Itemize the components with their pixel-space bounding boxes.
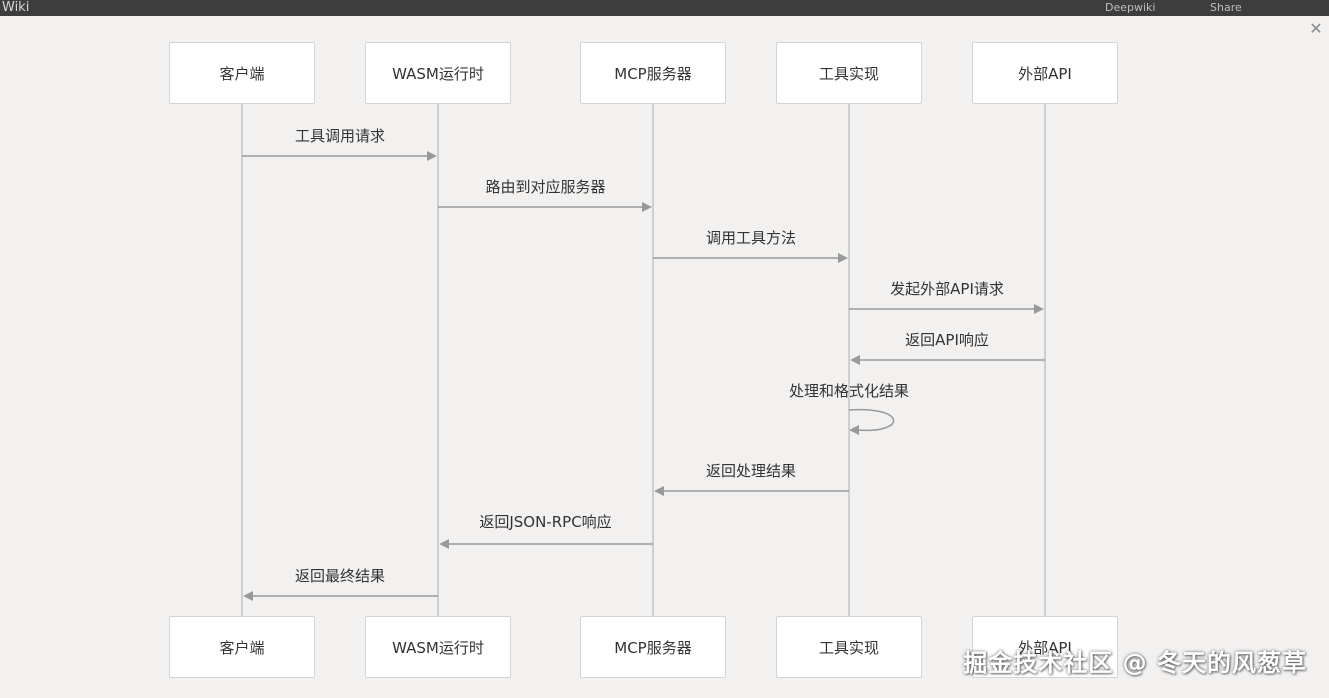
arrow-head [642, 202, 652, 212]
lifeline-0 [241, 104, 243, 616]
participant-bottom-1: WASM运行时 [365, 616, 511, 678]
participant-top-4: 外部API [972, 42, 1118, 104]
watermark: 掘金技术社区 @ 冬天的风葱草 [963, 649, 1307, 677]
participant-bottom-4: 外部API [972, 616, 1118, 678]
participant-bottom-2: MCP服务器 [580, 616, 726, 678]
share-menu-item[interactable]: Share [1210, 1, 1242, 14]
message-label-3: 发起外部API请求 [890, 280, 1004, 298]
app-title: Wiki [2, 0, 30, 15]
arrow-head [243, 591, 253, 601]
arrow-head [654, 486, 664, 496]
participant-top-1: WASM运行时 [365, 42, 511, 104]
diagram-canvas [0, 16, 1329, 698]
participant-top-3: 工具实现 [776, 42, 922, 104]
message-label-6: 返回处理结果 [705, 462, 797, 480]
lifeline-3 [848, 104, 850, 616]
message-label-4: 返回API响应 [905, 331, 989, 349]
participant-bottom-0: 客户端 [169, 616, 315, 678]
deepwiki-menu-item[interactable]: Deepwiki [1105, 1, 1156, 14]
participant-bottom-3: 工具实现 [776, 616, 922, 678]
close-icon[interactable]: ✕ [1309, 19, 1323, 38]
arrow-head [1034, 304, 1044, 314]
message-label-0: 工具调用请求 [294, 127, 386, 145]
message-label-1: 路由到对应服务器 [485, 178, 606, 196]
arrow-head [838, 253, 848, 263]
message-label-7: 返回JSON-RPC响应 [479, 513, 612, 531]
message-label-2: 调用工具方法 [705, 229, 797, 247]
participant-top-2: MCP服务器 [580, 42, 726, 104]
self-message-arrow [848, 408, 895, 432]
arrow-head [850, 355, 860, 365]
lifeline-2 [652, 104, 654, 616]
lifeline-1 [437, 104, 439, 616]
message-label-8: 返回最终结果 [294, 567, 386, 585]
arrow-head [427, 151, 437, 161]
arrow-head [439, 539, 449, 549]
message-label-5: 处理和格式化结果 [788, 382, 910, 400]
arrow-head [849, 425, 859, 435]
participant-top-0: 客户端 [169, 42, 315, 104]
title-bar: Wiki Deepwiki Share [0, 0, 1329, 16]
